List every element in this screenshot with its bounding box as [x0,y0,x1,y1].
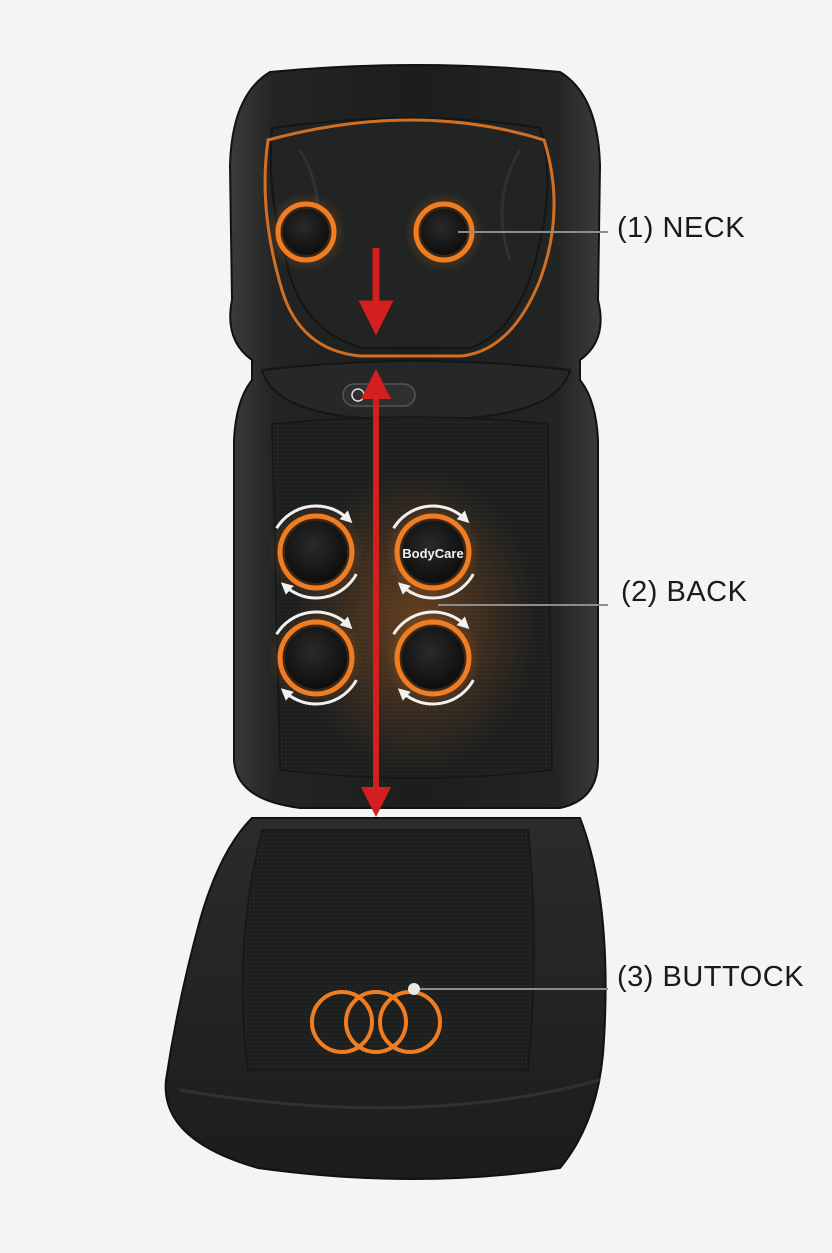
buttock-heat-ring [310,990,374,1054]
back-node-lower-right [385,610,481,706]
rotation-arrow-icon [275,610,353,636]
rotation-arrow-icon [397,573,475,600]
massage-nodes [266,192,484,1054]
zone-label-neck: (1) NECK [617,212,746,244]
leader-lines [414,231,608,990]
rotation-arrow-icon [280,679,358,706]
zone-label-back: (2) BACK [621,576,748,608]
buttock-heat-ring [344,990,408,1054]
neck-heat-outline [263,118,556,358]
back-node-upper-right [385,504,481,600]
rotation-arrow-icon [280,573,358,600]
brand-logo: BodyCare [402,546,463,561]
back-node-upper-left [268,504,364,600]
back-node-lower-left [268,610,364,706]
zone-label-buttock: (3) BUTTOCK [617,961,805,993]
seat-mesh-panel [241,829,535,1071]
rotation-arrow-icon [392,504,470,530]
rotation-arrow-icon [392,610,470,636]
collar-band [260,360,572,419]
neck-node-left [266,192,346,272]
buttock-marker-dot [408,983,420,995]
neck-node-right [404,192,484,272]
rotation-arrow-icon [275,504,353,530]
rotation-arrow-icon [397,679,475,706]
